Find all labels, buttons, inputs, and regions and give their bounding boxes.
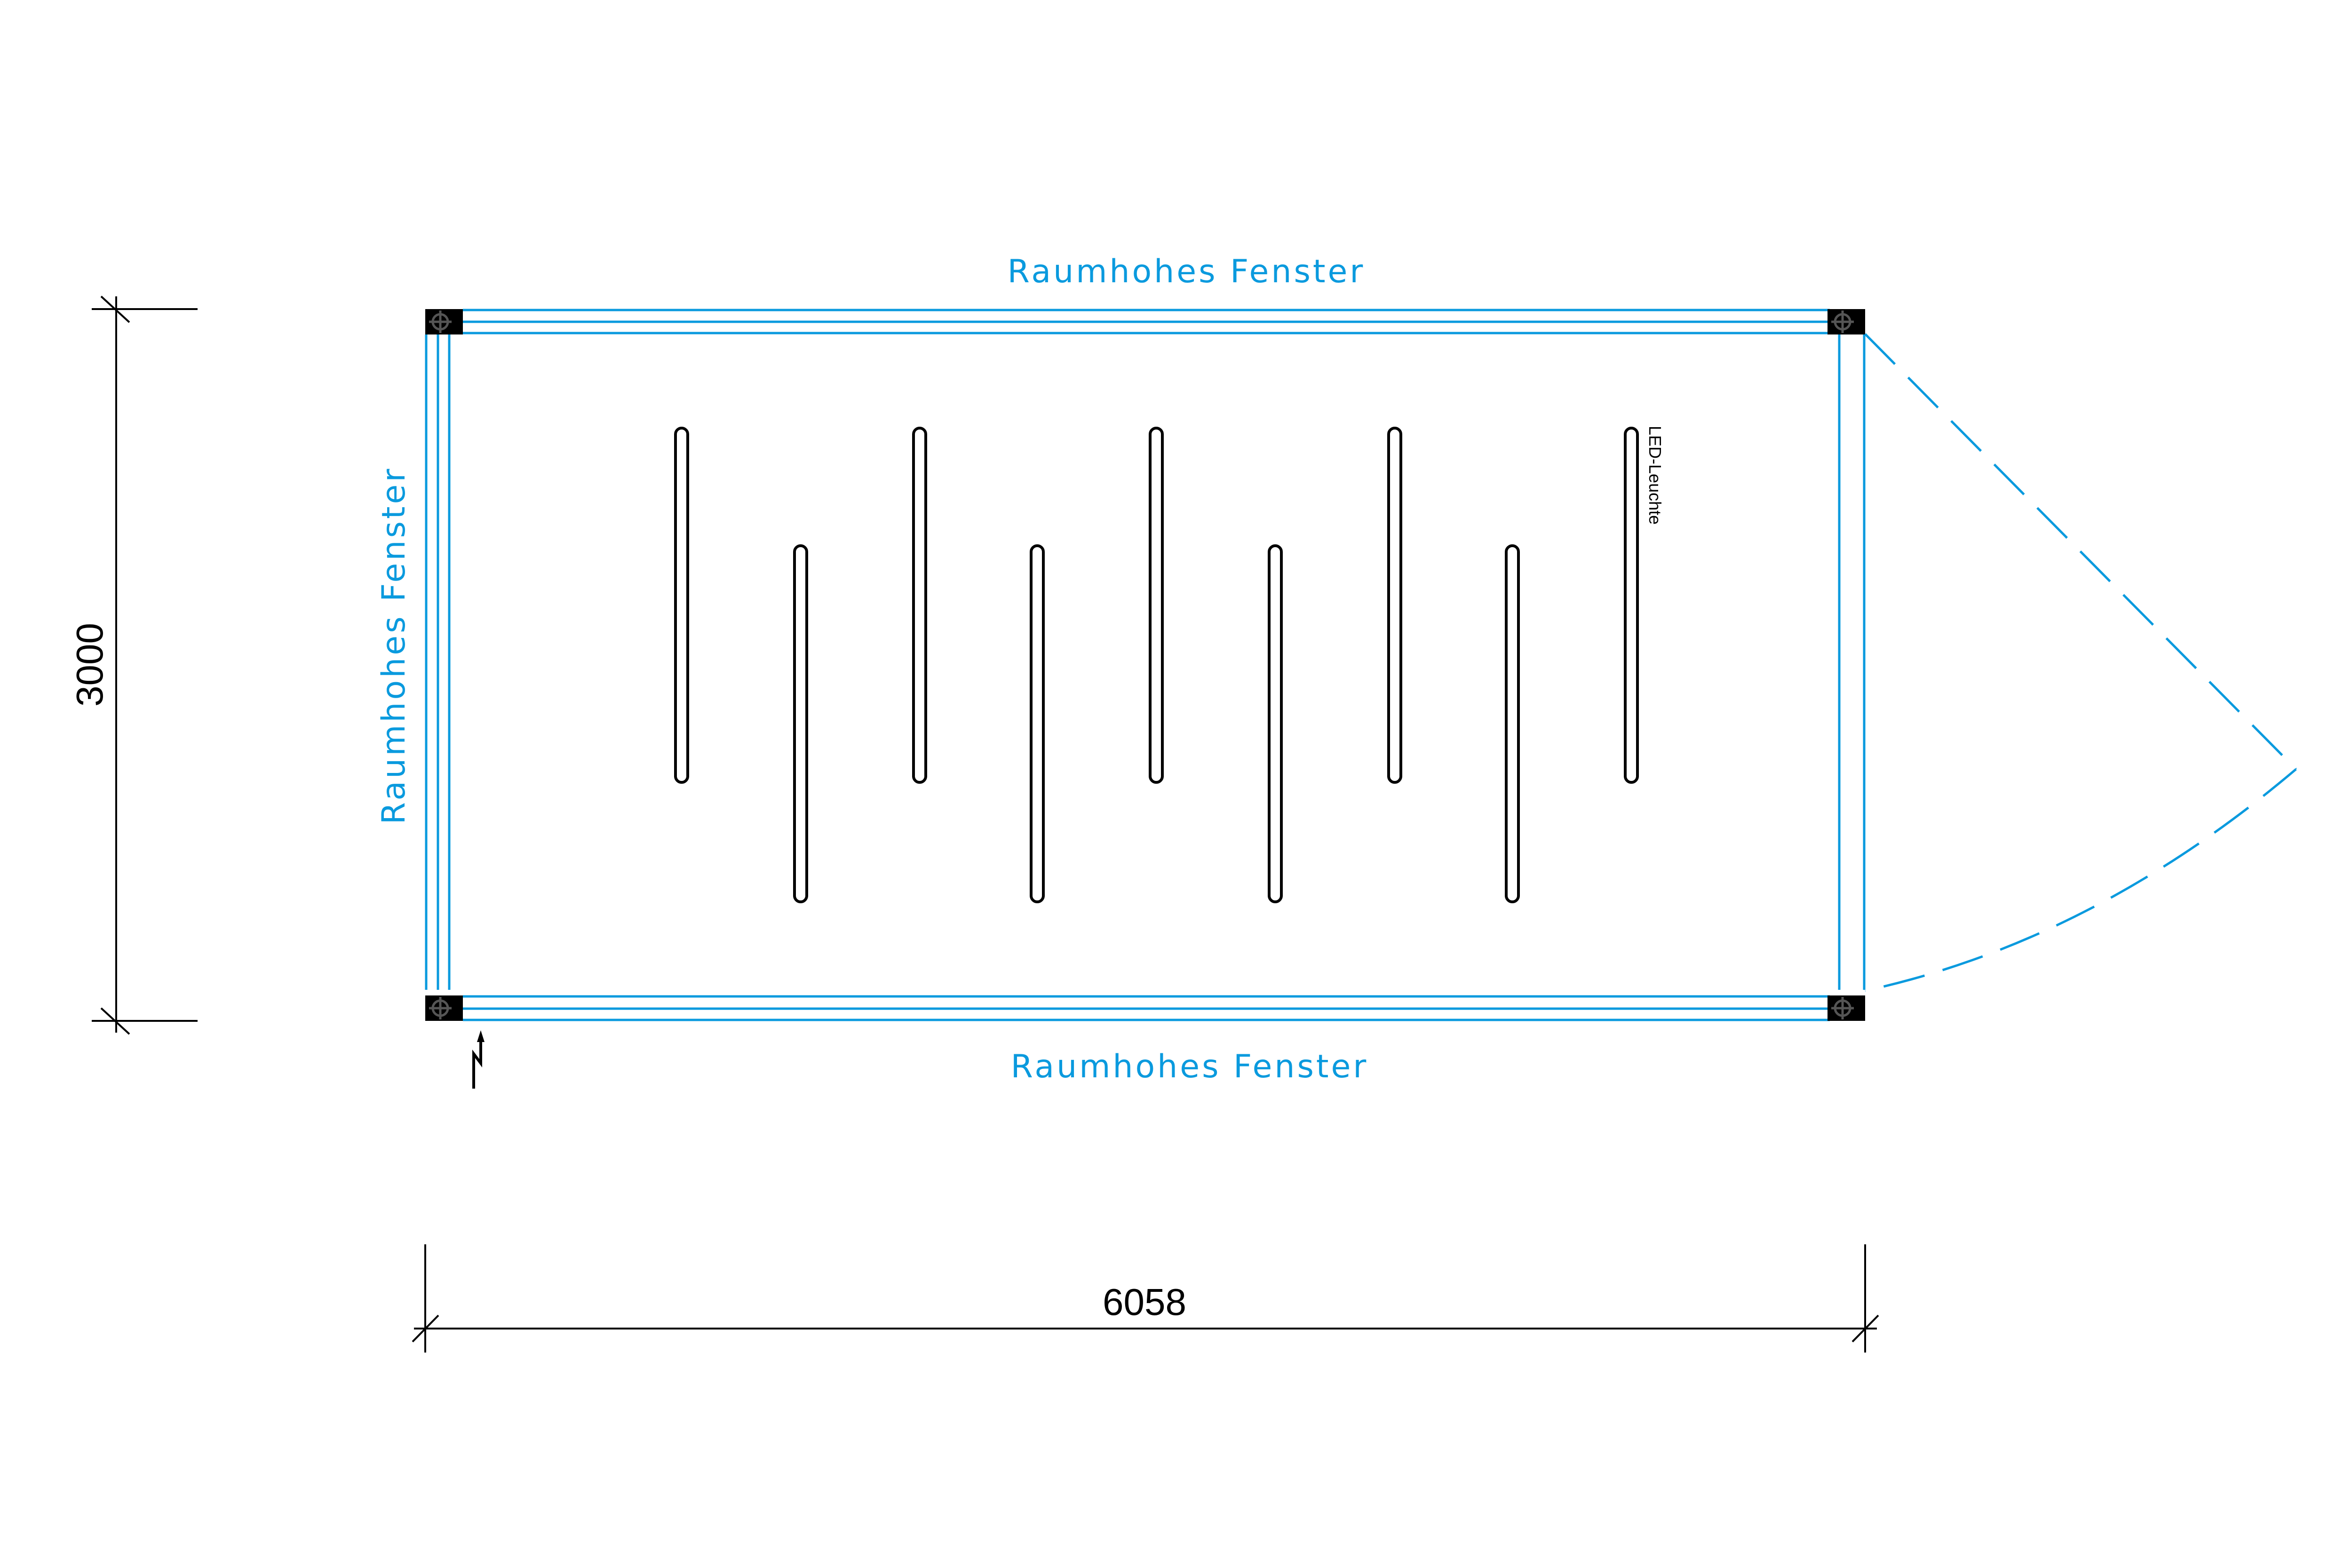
led-light	[1030, 544, 1045, 903]
corner-column	[425, 309, 463, 334]
door-swing	[1864, 333, 2297, 992]
window-bottom-label: Raumhohes Fenster	[1011, 1048, 1369, 1085]
led-light	[912, 427, 927, 784]
led-light	[1149, 427, 1164, 784]
window-left	[425, 334, 451, 990]
led-light	[1387, 427, 1402, 784]
column-crosshair-icon	[429, 997, 452, 1019]
column-crosshair-icon	[1831, 310, 1854, 333]
width-dimension: 6058	[412, 1244, 1879, 1353]
window-top	[449, 309, 1830, 334]
light-label: LED-Leuchte	[1645, 426, 1665, 525]
height-dimension: 3000	[69, 295, 198, 1035]
window-left-label: Raumhohes Fenster	[375, 467, 413, 825]
led-light	[1268, 544, 1283, 903]
wall-right	[1838, 334, 1866, 990]
power-outlet-icon	[472, 1030, 485, 1089]
column-crosshair-icon	[1831, 997, 1854, 1019]
corner-column	[425, 995, 463, 1021]
column-crosshair-icon	[429, 310, 452, 333]
window-top-label: Raumhohes Fenster	[1008, 253, 1366, 290]
height-value: 3000	[69, 623, 111, 707]
led-light	[793, 544, 808, 903]
led-light	[674, 427, 689, 784]
led-light	[1624, 427, 1639, 784]
corner-column	[1828, 995, 1865, 1021]
window-bottom	[463, 995, 1830, 1021]
corner-column	[1828, 309, 1865, 334]
led-light	[1505, 544, 1520, 903]
width-value: 6058	[1103, 1281, 1186, 1323]
